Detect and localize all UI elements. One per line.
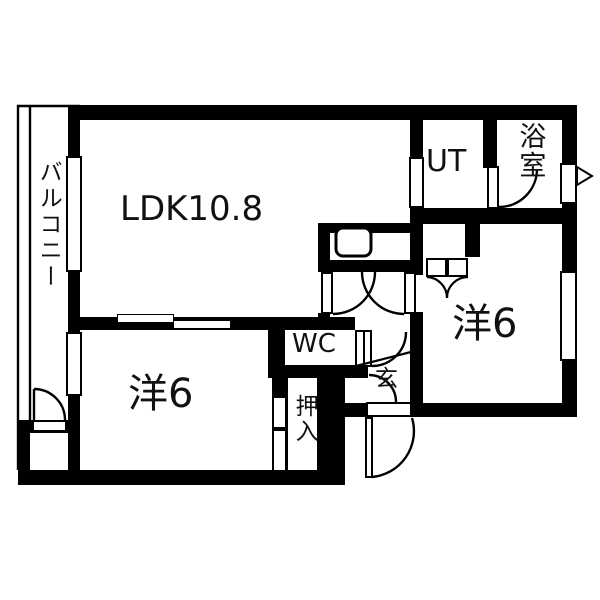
door-arc-wc (371, 331, 408, 368)
door-leaf-balcony (32, 420, 67, 432)
wall-ut-bottom (410, 208, 577, 224)
wall-counter-top (328, 223, 410, 233)
label-wc: WC (292, 329, 336, 359)
door-leaf-bedroom-right (404, 272, 416, 314)
closet-door-arc-right (445, 275, 469, 299)
door-arc-balcony (32, 387, 67, 421)
wall-hall-right-lower (410, 312, 423, 403)
door-arc-bedroom-right (360, 271, 405, 316)
label-western-right: 洋6 (452, 301, 518, 347)
label-closet: 押入 (291, 394, 318, 444)
sliding-panel-ldk-2 (173, 320, 231, 329)
wall-left-upper (68, 105, 80, 157)
sliding-panel-ldk-1 (117, 314, 174, 323)
door-leaf-ldk-hall (321, 272, 333, 314)
wall-top (68, 105, 577, 120)
door-arc-front (371, 417, 416, 479)
wall-ldk-ut-mid (410, 207, 423, 275)
label-ldk: LDK10.8 (120, 189, 264, 229)
label-bath: 浴室 (514, 122, 546, 180)
closet-door-arc-left (426, 275, 449, 299)
wall-ldk-ut-upper (410, 120, 423, 158)
wall-entry-left (333, 378, 345, 403)
wall-entry-recess-left (333, 403, 345, 485)
label-entrance: 玄 (375, 366, 398, 392)
door-leaf-bath (487, 166, 499, 209)
wall-closet-right (317, 378, 333, 472)
label-ut: UT (426, 144, 467, 179)
door-leaf-front (365, 417, 373, 478)
wall-closet-stub (465, 208, 480, 257)
wall-right (562, 105, 577, 413)
window-ldk-balcony (66, 156, 82, 272)
sliding-panel-closet-2 (273, 430, 286, 471)
wall-ut-bath-divider (483, 120, 497, 168)
window-bath-vent (560, 163, 577, 204)
sliding-panel-closet-1 (273, 397, 286, 428)
window-bedroom-balcony (66, 332, 82, 396)
wall-balcony-corner (18, 420, 30, 475)
label-western-left: 洋6 (128, 371, 194, 417)
wall-left-lower (68, 395, 80, 472)
wall-wc-bottom (268, 365, 368, 378)
window-bedroom-right (560, 271, 577, 361)
wall-bottom-left (18, 470, 345, 485)
closet-door-panel-right (447, 258, 468, 277)
opening-ldk-ut (409, 157, 424, 208)
label-balcony: バルコニー (35, 160, 62, 290)
vent-triangle-icon (576, 165, 594, 187)
closet-door-panel-left (426, 258, 447, 277)
wall-counter-bottom (328, 260, 415, 272)
door-leaf-wc (363, 330, 372, 367)
door-arc-ldk-hall (332, 271, 377, 316)
opening-front-door (366, 402, 412, 417)
wall-counter-left-a (318, 223, 330, 272)
